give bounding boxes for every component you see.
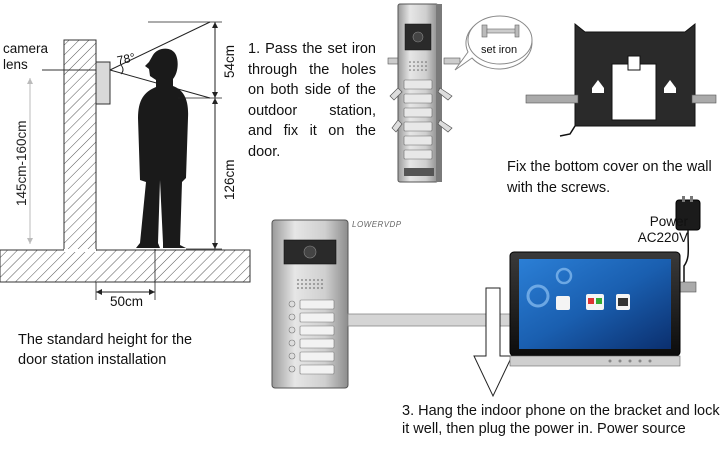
height-diagram (0, 21, 251, 300)
step-1-text: 1. Pass the set iron through the holes o… (248, 41, 376, 160)
brand-watermark: LOWERVDP (352, 220, 402, 229)
wall-bracket (525, 22, 717, 137)
outdoor-station-vertical (387, 3, 461, 183)
set-iron-label: set iron (481, 44, 518, 56)
camera-lens-label: camera lens (3, 41, 63, 73)
set-iron-callout (454, 15, 533, 71)
call-buttons (299, 299, 335, 375)
height-range-label: 145cm-160cm (14, 120, 29, 206)
lower-dimension-label: 126cm (222, 159, 237, 200)
camera-label-line-2: lens (3, 57, 28, 72)
down-arrow (473, 287, 513, 398)
step-3-text: 3. Hang the indoor phone on the bracket … (402, 403, 720, 437)
power-label: Power AC220V (608, 214, 688, 246)
speaker-grille (297, 279, 323, 289)
upper-dimension-label: 54cm (222, 44, 237, 78)
indoor-monitor (509, 251, 697, 367)
floor (0, 249, 251, 283)
wall (63, 39, 97, 251)
outdoor-station-front (271, 219, 349, 389)
distance-label: 50cm (110, 294, 144, 309)
power-adapter (675, 196, 701, 282)
camera-label-line-1: camera (3, 41, 49, 56)
height-caption-line-1: The standard height for the (18, 332, 193, 348)
step-2-text: Fix the bottom cover on the wall with th… (507, 159, 712, 196)
person-silhouette (136, 48, 189, 249)
height-caption: The standard height for the door station… (18, 330, 238, 370)
height-caption-line-2: door station installation (18, 352, 167, 368)
door-station-side (95, 61, 111, 105)
power-label-line-2: AC220V (637, 230, 688, 245)
power-label-line-1: Power (649, 214, 688, 229)
